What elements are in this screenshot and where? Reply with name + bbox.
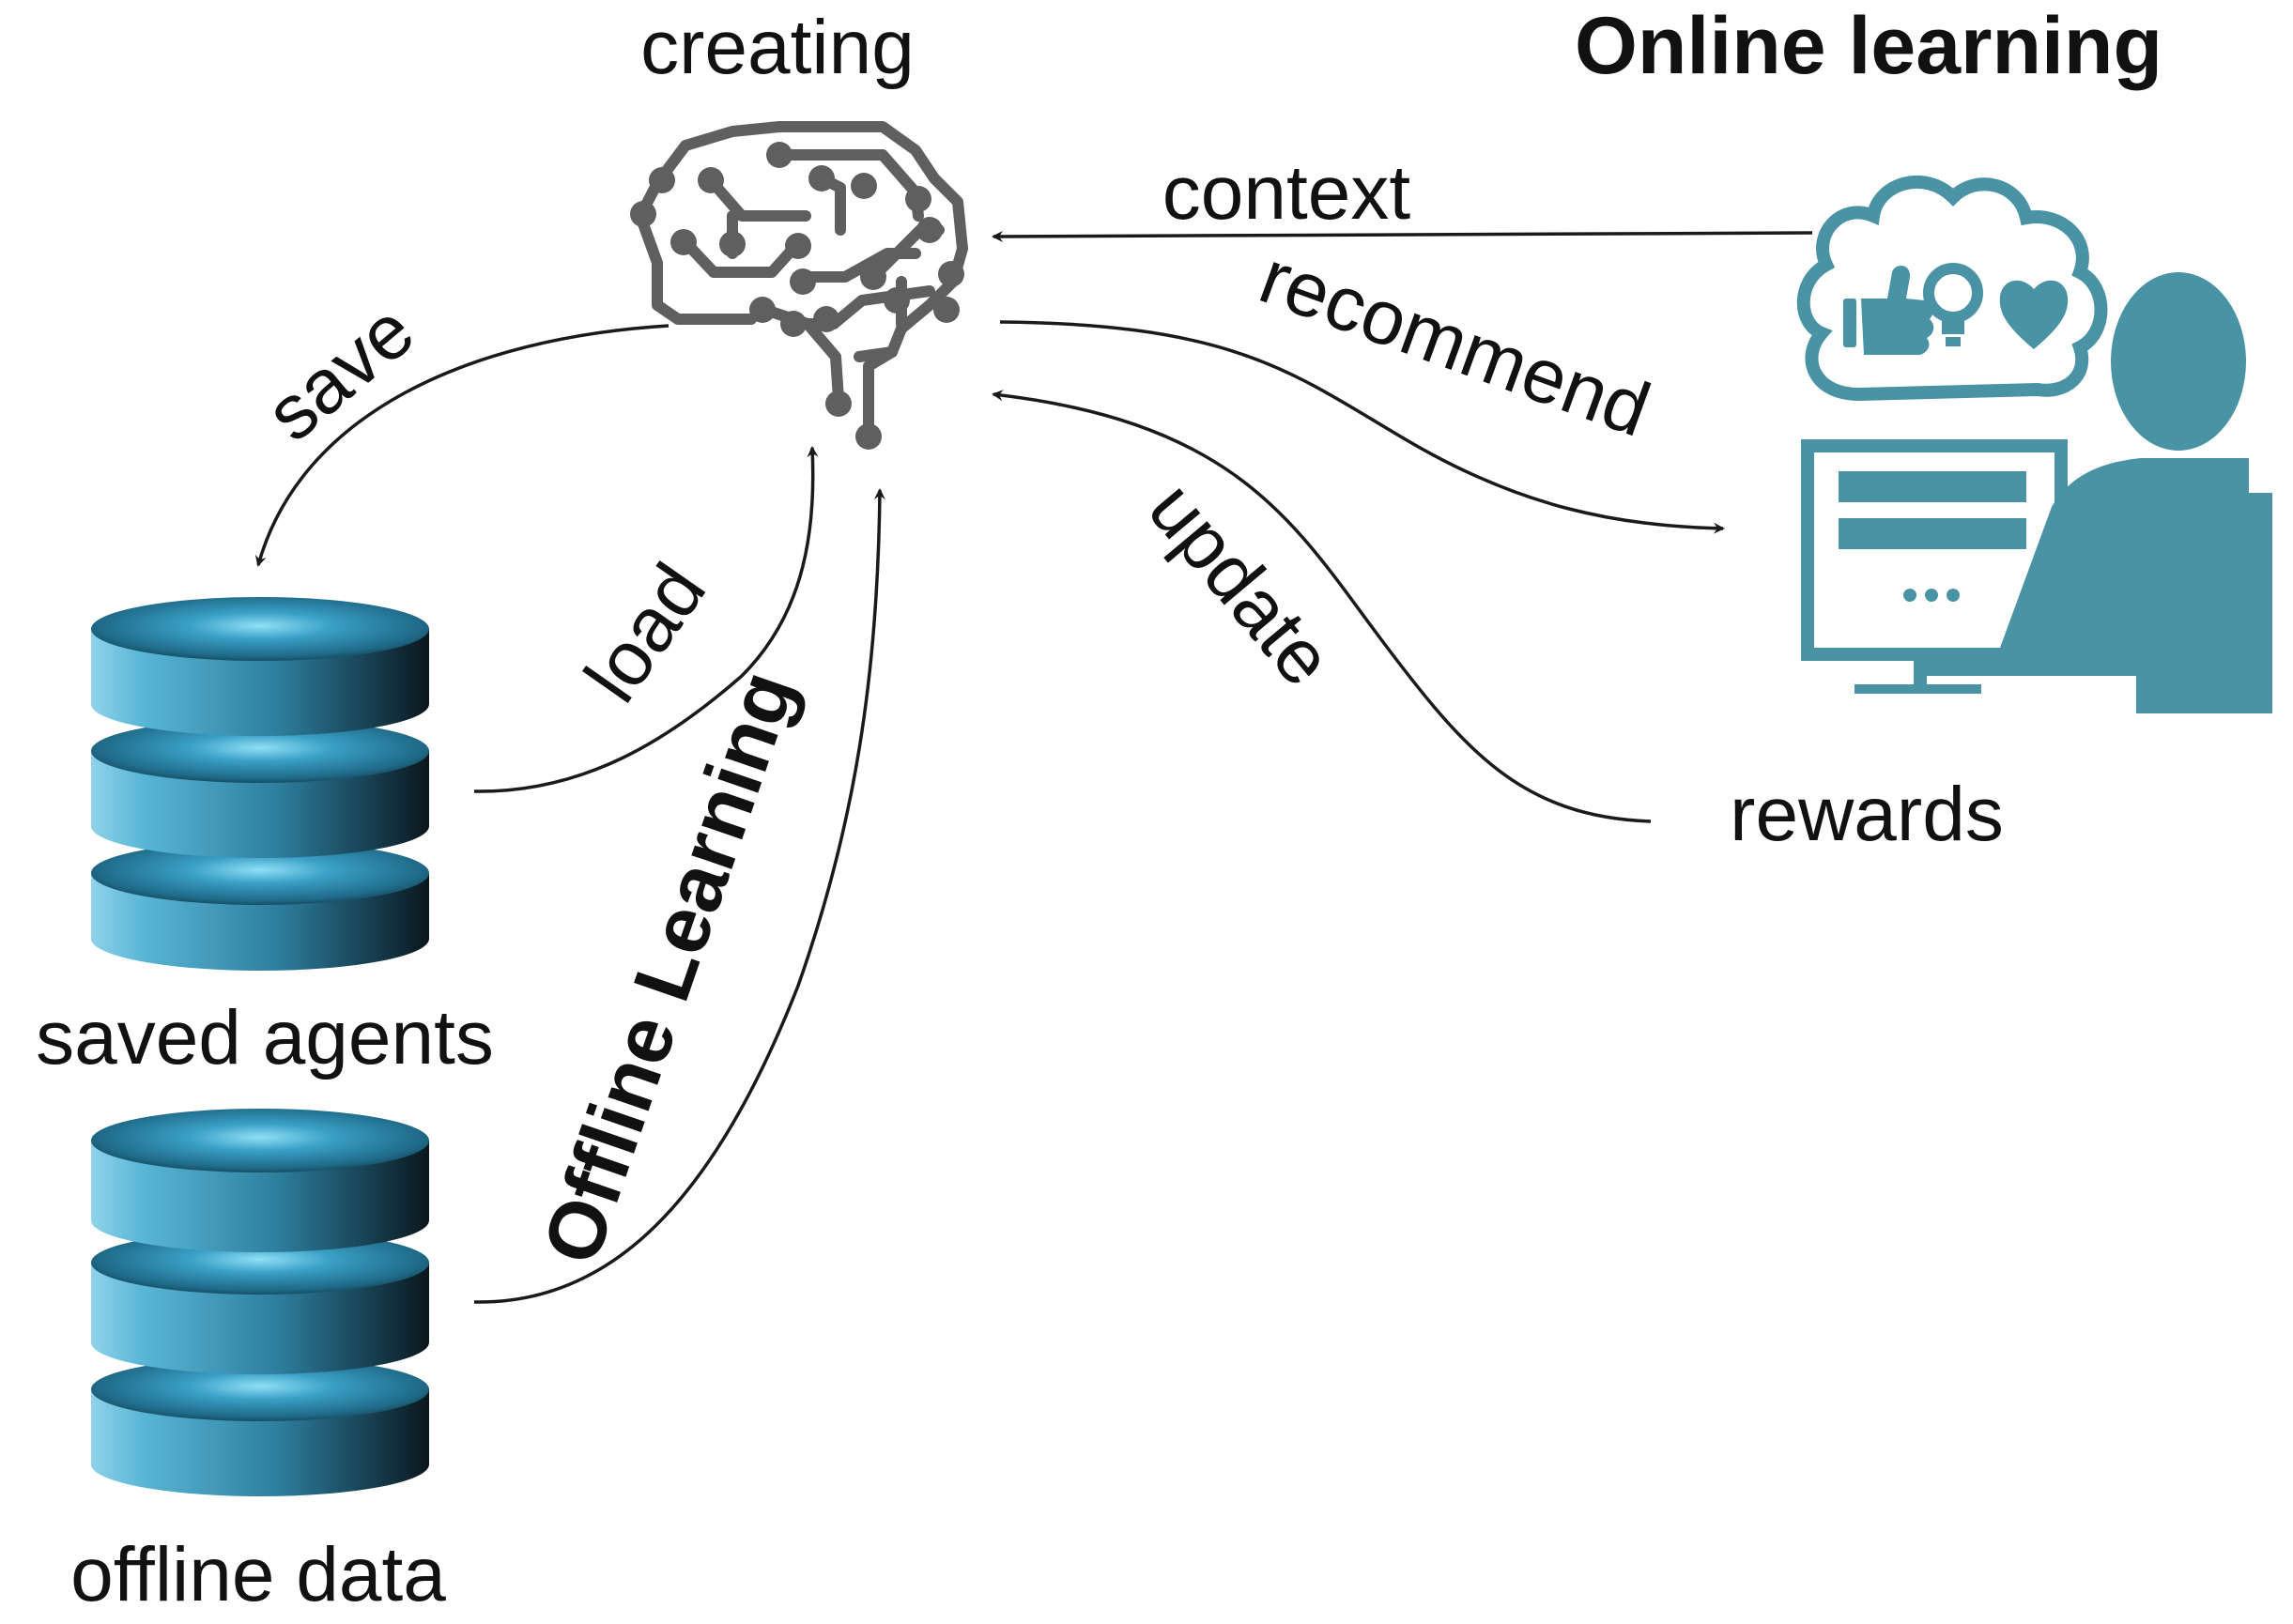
offline-data-label: offline data [70,1532,446,1617]
online-learning-title: Online learning [1575,1,2162,91]
offline-learning-label: Offline Learning [526,660,812,1275]
update-label: update [1132,467,1349,702]
load-label: load [569,549,722,717]
brain-circuit-nodes [630,142,964,450]
context-label: context [1162,150,1411,236]
lightbulb-icon [1923,263,1983,346]
heart-icon [1999,280,2069,349]
offline-data-database-icon [91,1109,429,1496]
recommend-label: recommend [1249,234,1660,453]
thought-bubble-icon [1796,176,2108,402]
arrows [254,230,1813,1304]
saved-agents-database-icon [91,597,429,971]
save-arrow [254,324,669,567]
update-arrow [992,390,1652,823]
thumbs-up-icon [1843,266,1934,355]
creating-label: creating [640,5,915,90]
computer-monitor [1801,439,2068,694]
rewards-label: rewards [1730,772,2004,857]
load-arrow [473,446,819,793]
saved-agents-label: saved agents [36,995,494,1080]
user-at-computer-icon [1796,176,2272,713]
context-arrow [992,230,1813,242]
offline-learning-arrow [473,488,885,1304]
save-label: save [251,287,430,457]
recommend-arrow [999,320,1725,534]
